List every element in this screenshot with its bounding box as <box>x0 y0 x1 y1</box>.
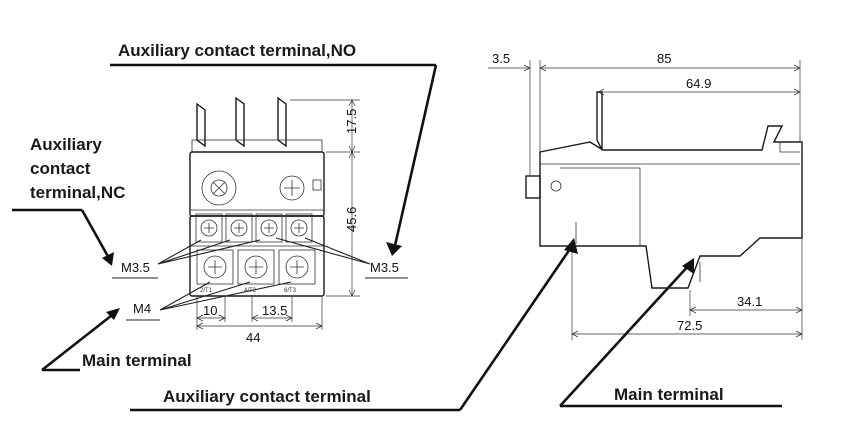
dim-front-height-top: 17.5 <box>344 109 359 134</box>
side-top-pin <box>596 91 603 151</box>
callout-aux-nc-line2: contact <box>30 159 91 178</box>
side-mount-tab <box>525 175 541 199</box>
front-upper-body <box>189 151 325 217</box>
callout-aux-bottom: Auxiliary contact terminal <box>163 387 371 406</box>
aux-screw-icon <box>290 219 308 237</box>
side-dimensions <box>488 60 803 340</box>
aux-screw-icon <box>230 219 248 237</box>
main-screw-icon <box>244 255 268 279</box>
dial-screw-icon <box>212 181 226 195</box>
aux-screw-icon <box>200 219 218 237</box>
dim-side-offset: 3.5 <box>492 51 510 66</box>
main-screw-icon <box>203 255 227 279</box>
side-view <box>525 91 803 289</box>
dim-side-bottom: 72.5 <box>677 318 702 333</box>
aux-terminal-row <box>195 213 313 243</box>
dim-side-width: 85 <box>657 51 671 66</box>
dim-side-mid: 64.9 <box>686 76 711 91</box>
spec-m4: M4 <box>133 301 151 316</box>
dim-side-lower: 34.1 <box>737 294 762 309</box>
front-prong-mid <box>235 96 245 148</box>
main-terminal-row <box>196 249 316 285</box>
callout-aux-nc-line1: Auxiliary <box>30 135 102 154</box>
terminal-mark-t3: 6/T3 <box>284 288 297 294</box>
spec-m35-right: M3.5 <box>370 260 399 275</box>
spec-m35-left: M3.5 <box>121 260 150 275</box>
dim-front-pitch: 10 <box>203 303 217 318</box>
side-housing <box>539 125 803 289</box>
test-button <box>312 179 322 191</box>
reset-button <box>279 175 305 201</box>
adjust-dial <box>201 170 237 206</box>
callout-main-left: Main terminal <box>82 351 192 370</box>
terminal-mark-t1: 2/T1 <box>200 288 213 294</box>
front-prong-base <box>191 139 323 153</box>
callout-main-right: Main terminal <box>614 385 724 404</box>
dim-front-width: 44 <box>246 330 260 345</box>
reset-cross-icon <box>284 180 300 196</box>
callout-aux-no: Auxiliary contact terminal,NO <box>118 41 356 60</box>
dim-front-height-body: 45.6 <box>344 207 359 232</box>
side-screw-icon <box>550 180 562 192</box>
front-view: 2/T1 4/T2 6/T3 <box>189 96 325 297</box>
adjust-dial-center <box>210 179 228 197</box>
main-screw-icon <box>285 255 309 279</box>
front-prong-left <box>196 102 206 148</box>
front-prong-right <box>277 96 287 148</box>
callouts: Auxiliary contact terminal,NO Auxiliary … <box>12 41 782 412</box>
dim-front-span: 13.5 <box>262 303 287 318</box>
front-dimensions <box>196 99 360 330</box>
aux-screw-icon <box>260 219 278 237</box>
callout-aux-nc-line3: terminal,NC <box>30 183 125 202</box>
